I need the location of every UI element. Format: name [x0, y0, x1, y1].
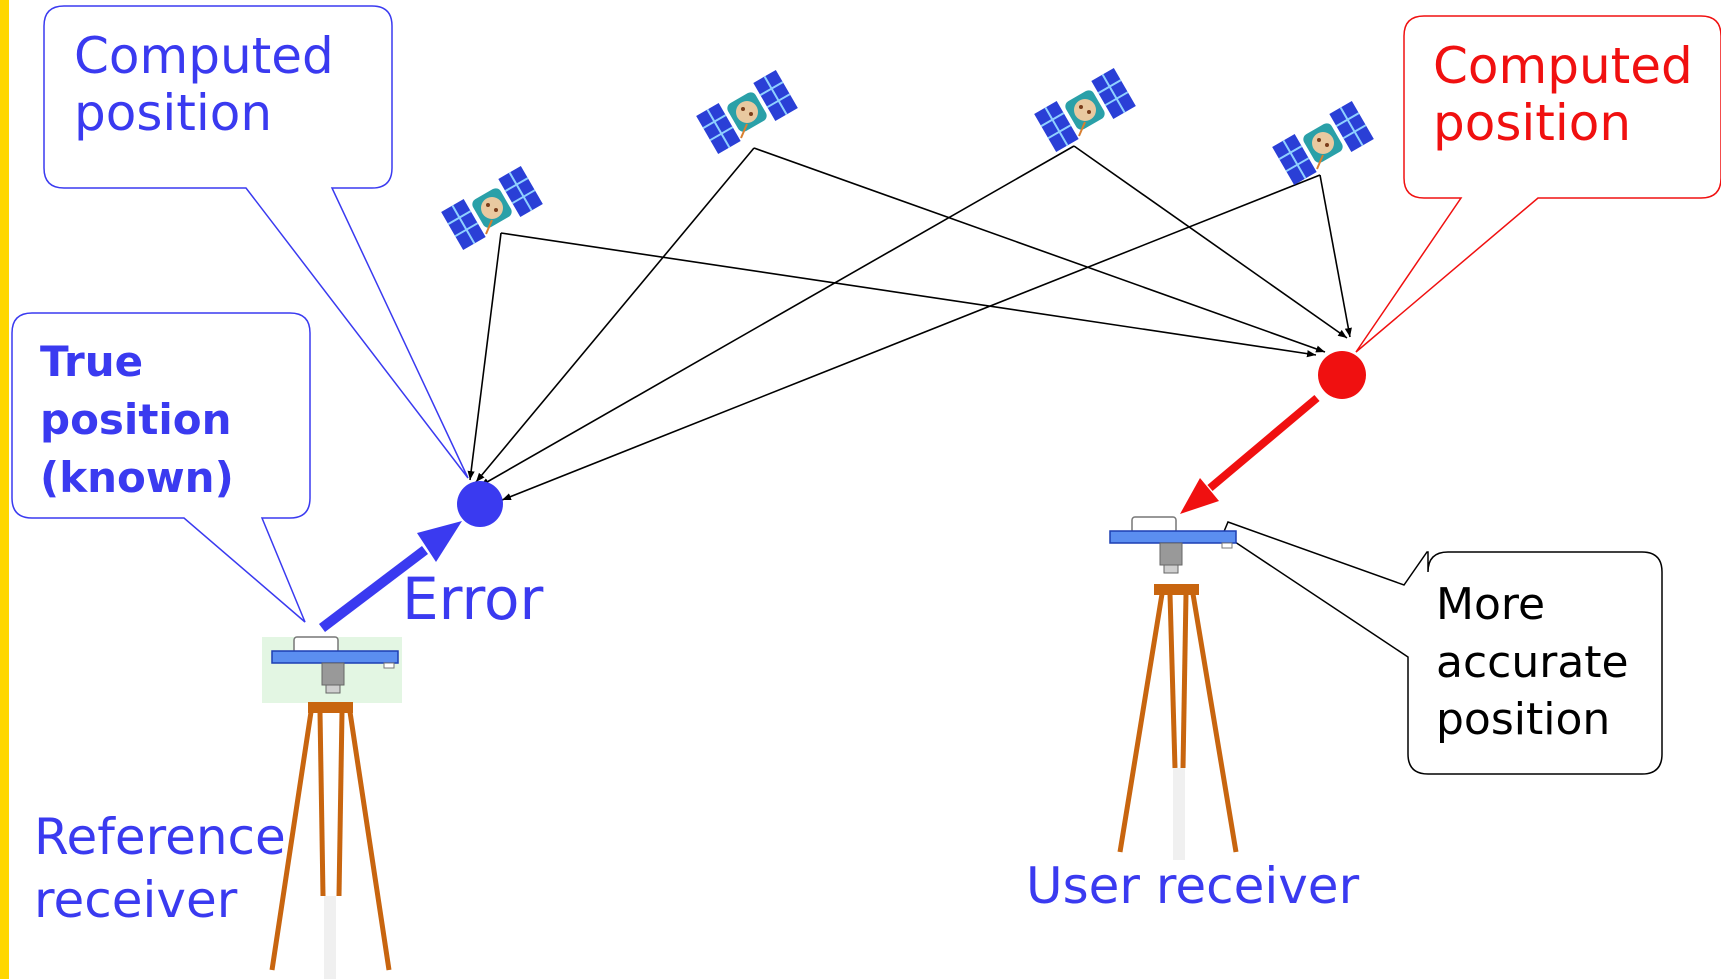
more-accurate-position-callout: [1222, 521, 1663, 775]
label-line: More: [1436, 579, 1546, 630]
computed-position-dot-blue: [457, 481, 503, 527]
satellite-icon: [1033, 66, 1137, 154]
label-line: position: [1433, 94, 1632, 152]
label-line: (known): [40, 452, 234, 502]
computed-position-label-blue: Computed position: [74, 28, 334, 142]
label-line: receiver: [34, 871, 238, 929]
error-vector-reference: [318, 521, 462, 632]
reference-tripod: [269, 702, 392, 979]
user-receiver-label: User receiver: [1026, 857, 1360, 915]
more-accurate-position-label: More accurate position: [1436, 576, 1629, 749]
true-position-label: True position (known): [40, 333, 234, 507]
reference-receiver-label: Reference receiver: [34, 806, 286, 932]
label-line: True: [40, 337, 144, 386]
computed-position-callout-red: [1355, 15, 1721, 353]
label-line: position: [74, 84, 273, 142]
label-line: Computed: [1433, 37, 1693, 95]
gps-receiver-icon: [1109, 516, 1237, 574]
label-line: Computed: [74, 27, 334, 85]
computed-position-dot-red: [1318, 351, 1366, 399]
error-vector-user: [1180, 394, 1320, 514]
computed-position-label-red: Computed position: [1433, 38, 1693, 152]
error-label: Error: [402, 565, 544, 633]
computed-position-callout-blue: [43, 5, 469, 479]
accent-bar: [0, 0, 9, 979]
true-position-callout: [11, 312, 311, 623]
label-line: position: [1436, 694, 1611, 746]
label-line: position: [40, 394, 232, 444]
label-line: accurate: [1436, 636, 1629, 688]
satellite-icon: [1271, 99, 1375, 187]
user-tripod: [1117, 584, 1239, 860]
signal-lines: [467, 145, 1352, 501]
label-line: Reference: [34, 808, 286, 866]
satellite-icon: [695, 68, 799, 156]
